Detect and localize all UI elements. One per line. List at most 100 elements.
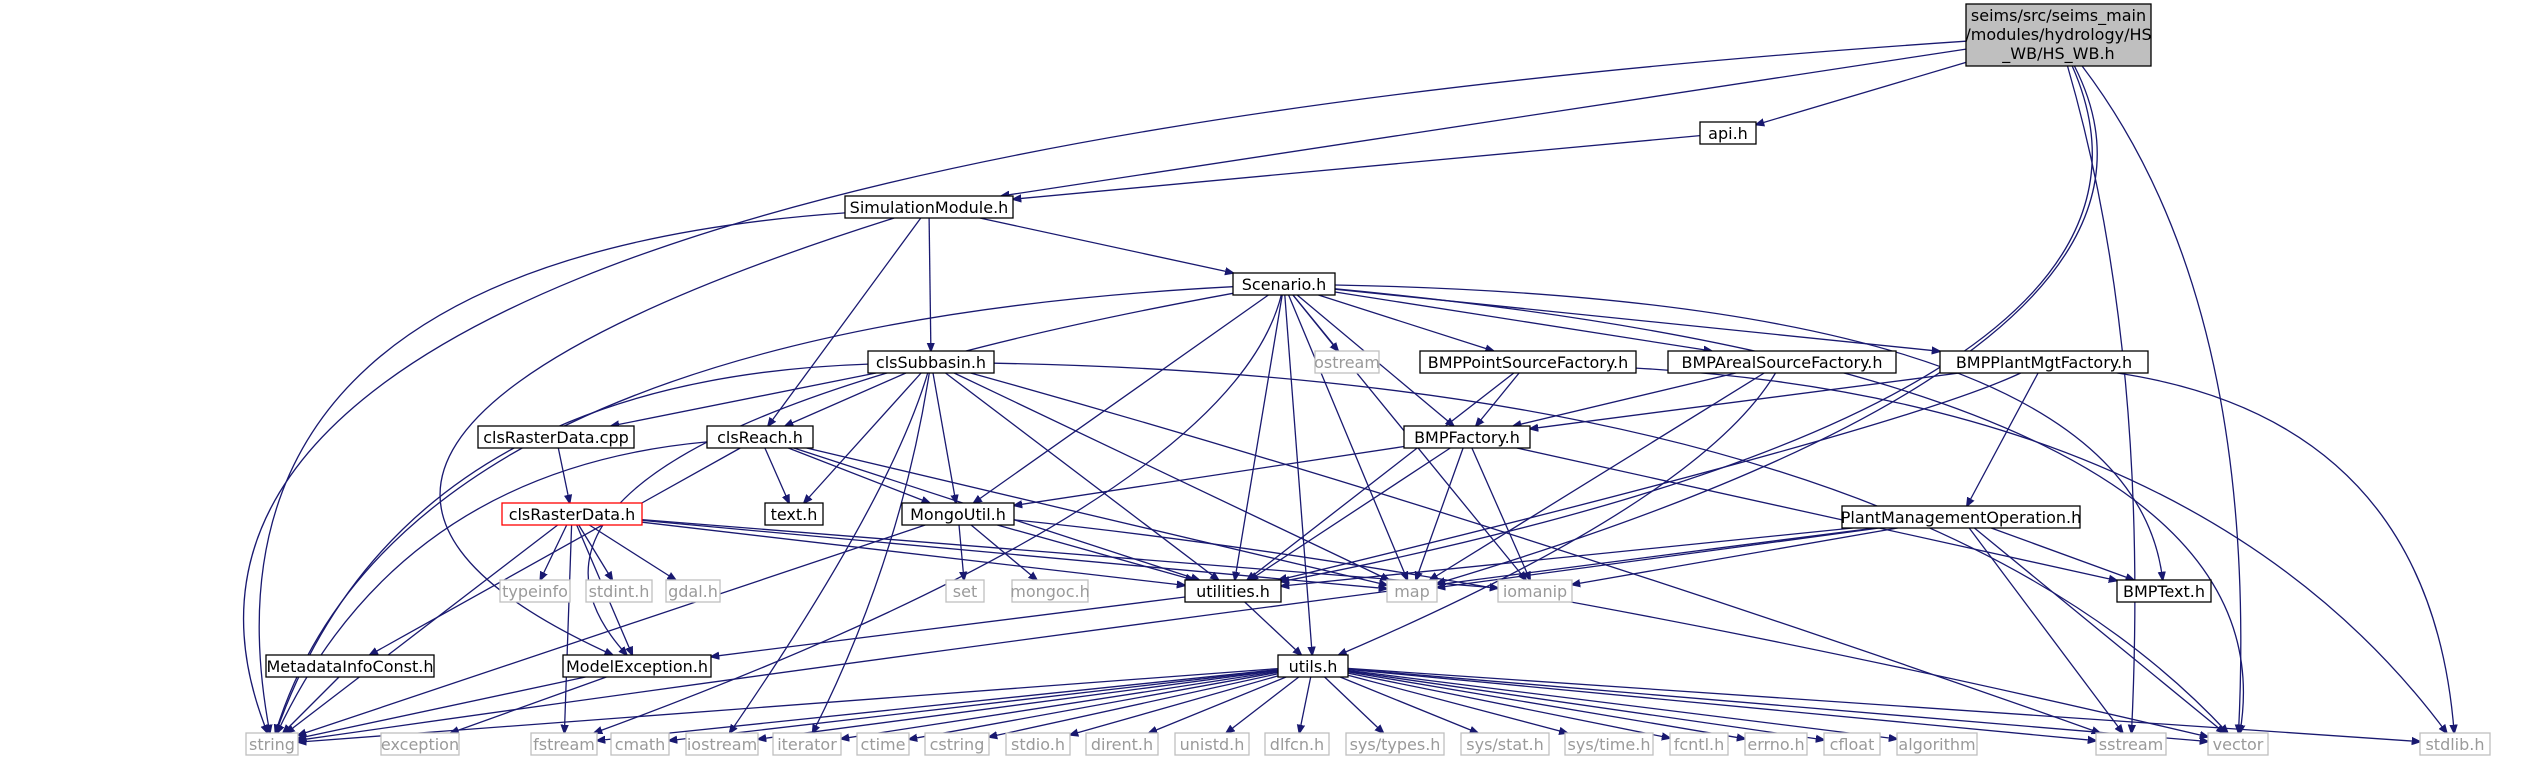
node-subbasin[interactable]: clsSubbasin.h (867, 350, 995, 374)
edge-plantop-to-string (298, 527, 1876, 740)
edge-utils-to-dlfcn (1299, 676, 1312, 733)
edge-utilities-to-modelexc (711, 596, 1186, 657)
edge-utils-to-errno (1347, 671, 1745, 739)
node-label-errno: errno.h (1747, 735, 1804, 754)
node-box-fstream (530, 732, 598, 756)
edge-rasterh-to-fstream (564, 524, 573, 733)
node-text[interactable]: text.h (764, 502, 824, 526)
node-box-cfloat (1823, 732, 1881, 756)
node-systime: sys/time.h (1564, 732, 1654, 756)
node-fcntl: fcntl.h (1669, 732, 1729, 756)
edge-plantop-to-bmptext (1990, 527, 2134, 580)
node-cstring: cstring (924, 732, 990, 756)
node-label-utils: utils.h (1289, 657, 1338, 676)
edge-subbasin-to-map (953, 372, 1389, 580)
edge-reach-to-text (764, 447, 789, 503)
node-box-sstream (2095, 732, 2167, 756)
node-box-stdio (1005, 732, 1071, 756)
node-box-sysstat (1460, 732, 1550, 756)
edge-scenario-to-fstream (594, 294, 1282, 733)
edge-root-to-api (1756, 61, 1967, 124)
node-unistd: unistd.h (1174, 732, 1250, 756)
node-label-string: string (249, 735, 295, 754)
edge-bmpfactory-to-bmptext (1516, 447, 2117, 581)
edge-bmpfactory-to-mongoutil (1014, 445, 1405, 506)
node-box-modelexc (562, 654, 712, 678)
node-scenario[interactable]: Scenario.h (1232, 272, 1336, 296)
node-plantmgt[interactable]: BMPPlantMgtFactory.h (1939, 350, 2149, 374)
edge-scenario-to-arealsrc (1334, 291, 1712, 351)
node-root[interactable]: seims/src/seims_main/modules/hydrology/H… (1965, 3, 2152, 67)
node-metadata[interactable]: MetadataInfoConst.h (265, 654, 435, 678)
edge-pointsrc-to-utilities (1247, 372, 1515, 580)
edge-reach-to-map (806, 447, 1387, 585)
node-box-fcntl (1669, 732, 1729, 756)
node-label-exception: exception (381, 735, 459, 754)
node-utilities[interactable]: utilities.h (1184, 579, 1282, 603)
node-stdio: stdio.h (1005, 732, 1071, 756)
edge-subbasin-to-string (276, 363, 869, 733)
node-label-plantmgt: BMPPlantMgtFactory.h (1956, 353, 2132, 372)
node-api[interactable]: api.h (1699, 121, 1757, 145)
edge-subbasin-to-mongoutil (932, 372, 956, 503)
node-utils[interactable]: utils.h (1277, 654, 1349, 678)
node-label-bmptext: BMPText.h (2123, 582, 2205, 601)
edge-mongoutil-to-set (958, 524, 964, 580)
node-label-cfloat: cfloat (1830, 735, 1875, 754)
node-box-pointsrc (1419, 350, 1637, 374)
node-mongoutil[interactable]: MongoUtil.h (901, 502, 1015, 526)
node-sysstat: sys/stat.h (1460, 732, 1550, 756)
node-label-dirent: dirent.h (1091, 735, 1153, 754)
edge-rasterh-to-utilities (641, 521, 1185, 585)
edge-mongoutil-to-string (298, 524, 926, 735)
node-box-set (945, 579, 985, 603)
node-box-systypes (1345, 732, 1445, 756)
node-reach[interactable]: clsReach.h (706, 425, 814, 449)
edge-modelexc-to-string (298, 676, 586, 738)
edge-utils-to-systypes (1324, 676, 1384, 733)
node-box-ostream (1314, 350, 1380, 374)
node-label-unistd: unistd.h (1180, 735, 1245, 754)
node-label-subbasin: clsSubbasin.h (876, 353, 986, 372)
node-bmpfactory[interactable]: BMPFactory.h (1403, 425, 1531, 449)
node-rastercpp[interactable]: clsRasterData.cpp (477, 425, 635, 449)
node-box-subbasin (867, 350, 995, 374)
node-rasterh[interactable]: clsRasterData.h (501, 502, 643, 526)
node-label-ostream: ostream (1314, 353, 1380, 372)
node-box-cmath (610, 732, 670, 756)
node-box-cstring (924, 732, 990, 756)
node-arealsrc[interactable]: BMPArealSourceFactory.h (1667, 350, 1897, 374)
node-mongoc: mongoc.h (1010, 579, 1090, 603)
edge-bmpfactory-to-map (1416, 447, 1464, 580)
node-map: map (1386, 579, 1438, 603)
node-plantop[interactable]: PlantManagementOperation.h (1841, 505, 2082, 529)
edge-plantop-to-sstream (1968, 527, 2123, 733)
node-pointsrc[interactable]: BMPPointSourceFactory.h (1419, 350, 1637, 374)
node-algorithm: algorithm (1896, 732, 1978, 756)
edge-simmod-to-scenario (979, 217, 1234, 273)
node-sstream: sstream (2095, 732, 2167, 756)
edge-reach-to-metadata (370, 447, 741, 655)
node-simmod[interactable]: SimulationModule.h (844, 195, 1014, 219)
node-box-stdint (585, 579, 653, 603)
edge-utils-to-iterator (841, 670, 1279, 738)
node-label-rastercpp: clsRasterData.cpp (483, 428, 629, 447)
node-label-stdio: stdio.h (1011, 735, 1065, 754)
node-box-map (1386, 579, 1438, 603)
edge-subbasin-to-iostream (730, 372, 929, 733)
edge-subbasin-to-vector (993, 362, 2228, 733)
edge-rasterh-to-stdint (578, 524, 613, 580)
edge-api-to-simmod (1013, 134, 1701, 200)
node-bmptext[interactable]: BMPText.h (2116, 579, 2212, 603)
edge-simmod-to-reach (768, 217, 922, 426)
node-label-systime: sys/time.h (1568, 735, 1651, 754)
node-modelexc[interactable]: ModelException.h (562, 654, 712, 678)
edge-pointsrc-to-bmpfactory (1476, 372, 1520, 426)
edge-root-to-sstream (2066, 65, 2135, 733)
node-box-root (1965, 3, 2152, 67)
node-box-string (245, 732, 299, 756)
dependency-edges (242, 40, 2455, 742)
node-exception: exception (380, 732, 460, 756)
node-label-cstring: cstring (930, 735, 985, 754)
